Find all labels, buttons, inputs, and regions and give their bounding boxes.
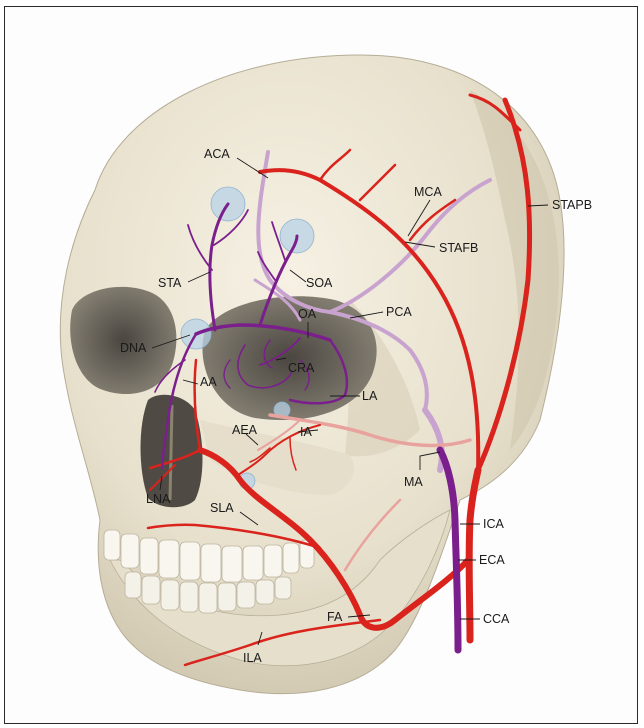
label-cra: CRA bbox=[288, 361, 315, 375]
label-cca: CCA bbox=[483, 612, 510, 626]
label-fa: FA bbox=[327, 610, 343, 624]
label-ila: ILA bbox=[243, 651, 262, 665]
label-aea: AEA bbox=[232, 423, 258, 437]
label-stapb: STAPB bbox=[552, 198, 592, 212]
nasal-septum bbox=[170, 405, 172, 500]
label-mca: MCA bbox=[414, 185, 442, 199]
label-ia: IA bbox=[300, 425, 312, 439]
label-aca: ACA bbox=[204, 147, 230, 161]
label-sla: SLA bbox=[210, 501, 234, 515]
label-aa: AA bbox=[200, 375, 217, 389]
label-ica: ICA bbox=[483, 517, 505, 531]
label-pca: PCA bbox=[386, 305, 412, 319]
label-sta: STA bbox=[158, 276, 182, 290]
label-ma: MA bbox=[404, 475, 423, 489]
label-eca: ECA bbox=[479, 553, 505, 567]
label-dna: DNA bbox=[120, 341, 147, 355]
label-la: LA bbox=[362, 389, 378, 403]
label-soa: SOA bbox=[306, 276, 333, 290]
label-oa: OA bbox=[298, 307, 317, 321]
label-stafb: STAFB bbox=[439, 241, 478, 255]
label-lna: LNA bbox=[146, 492, 171, 506]
eca-vessel bbox=[469, 470, 478, 640]
